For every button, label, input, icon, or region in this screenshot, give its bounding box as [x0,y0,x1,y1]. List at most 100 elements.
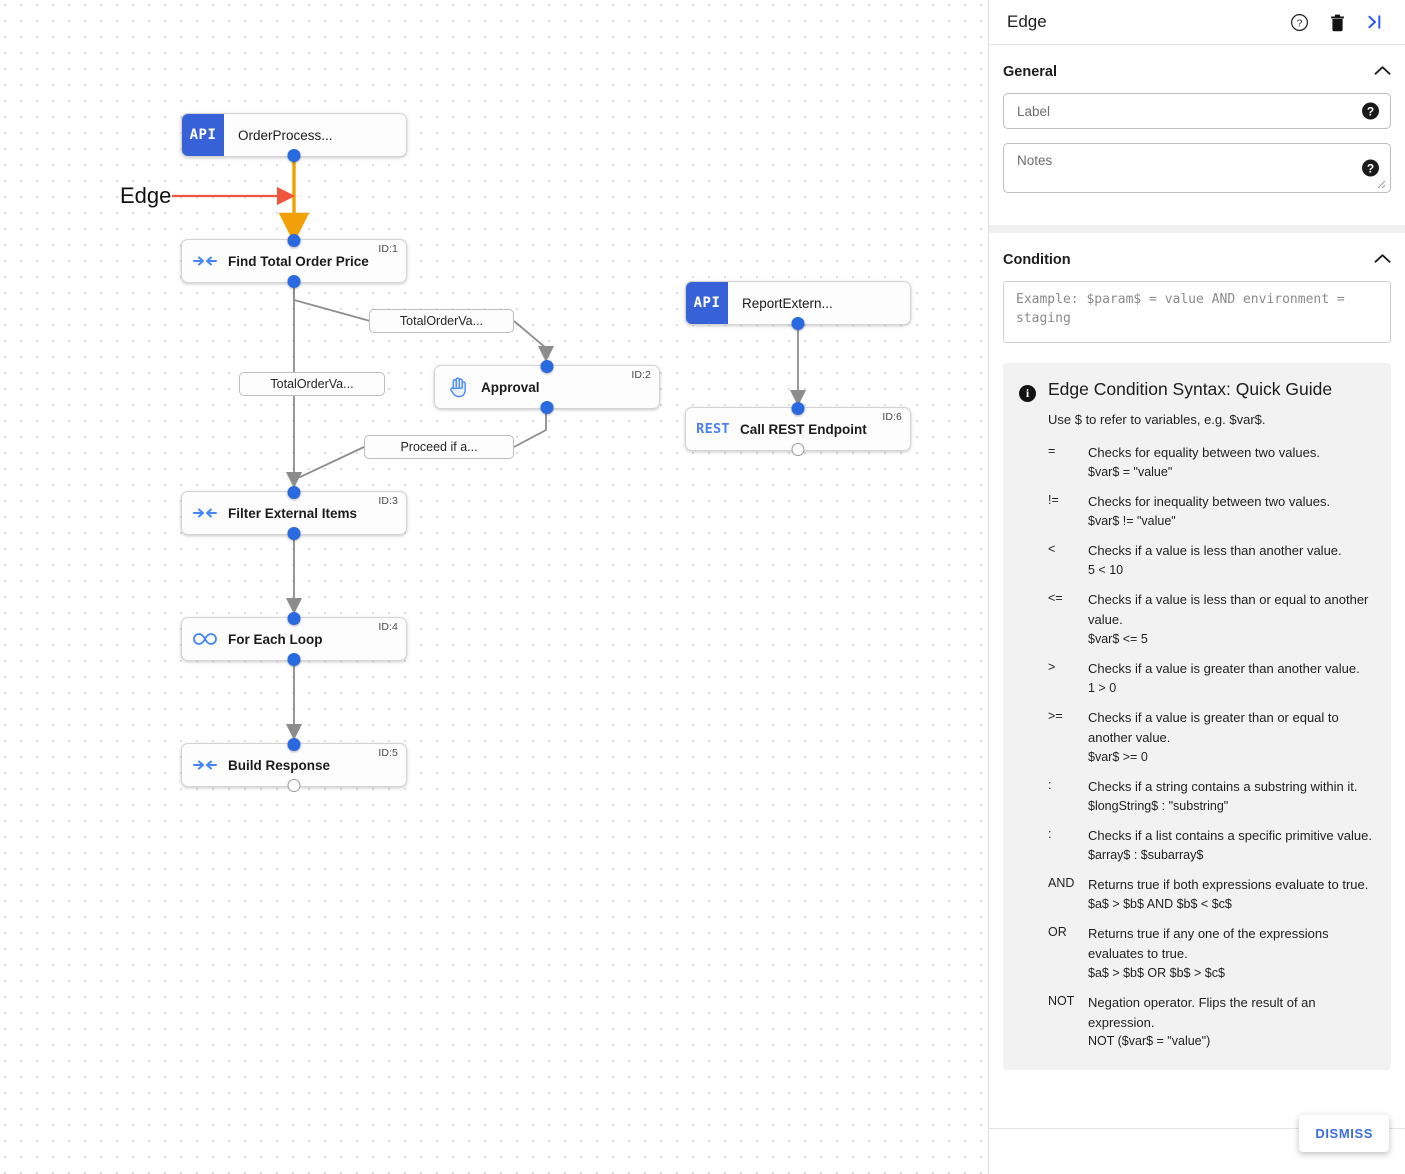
node-input-port[interactable] [287,612,301,625]
node-input-port[interactable] [540,360,554,373]
trash-icon[interactable] [1329,13,1346,32]
node-output-port[interactable] [540,401,554,414]
guide-row: <= Checks if a value is less than or equ… [1048,590,1375,649]
operator-example: $a$ > $b$ OR $b$ > $c$ [1088,965,1225,980]
operator-description: Negation operator. Flips the result of a… [1088,994,1316,1030]
node-input-port[interactable] [287,486,301,499]
node-id: ID:6 [882,411,902,423]
node-output-port[interactable] [287,653,301,666]
rest-badge: REST [696,421,730,437]
node-output-port[interactable] [287,149,301,162]
node-title: ReportExtern... [742,295,833,311]
api-badge: API [182,114,224,156]
operator-example: $var$ >= 0 [1088,749,1148,764]
guide-row: AND Returns true if both expressions eva… [1048,875,1375,914]
node-approval[interactable]: Approval ID:2 [434,360,660,414]
dismiss-button[interactable]: DISMISS [1299,1115,1389,1152]
node-report-external[interactable]: API ReportExtern... [685,281,911,330]
node-title: OrderProcess... [238,127,333,143]
svg-text:?: ? [1297,18,1303,29]
guide-row: >= Checks if a value is greater than or … [1048,708,1375,767]
panel-content: General Label ? Notes ? [989,45,1405,1128]
general-section-header[interactable]: General [1003,59,1391,93]
condition-input[interactable]: Example: $param$ = value AND environment… [1003,281,1391,343]
node-output-port[interactable] [791,317,805,330]
operator-description: Returns true if any one of the expressio… [1088,925,1329,961]
operator-description: Checks for inequality between two values… [1088,494,1331,509]
node-build-response[interactable]: Build Response ID:5 [181,738,407,792]
edge-label[interactable]: Proceed if a... [364,435,514,459]
workflow-canvas[interactable]: Edge API OrderProcess... Find Total Orde… [0,0,988,1174]
chevron-up-icon[interactable] [1374,63,1391,81]
guide-row: OR Returns true if any one of the expres… [1048,924,1375,983]
infinity-icon [182,631,228,647]
label-help-icon[interactable]: ? [1362,102,1379,120]
node-title: For Each Loop [228,631,323,647]
operator-symbol: != [1048,493,1059,507]
resize-grip-icon[interactable] [1377,180,1387,190]
operator-example: 5 < 10 [1088,562,1124,577]
operator-example: $array$ : $subarray$ [1088,847,1204,862]
collapse-right-icon[interactable] [1366,13,1385,31]
operator-symbol: : [1048,777,1052,792]
operator-description: Returns true if both expressions evaluat… [1088,876,1369,892]
operator-description: Checks if a value is less than or equal … [1088,592,1369,627]
operator-example: $var$ = "value" [1088,464,1173,479]
condition-syntax-guide: i Edge Condition Syntax: Quick Guide Use… [1003,363,1391,1070]
node-for-each-loop[interactable]: For Each Loop ID:4 [181,612,407,666]
condition-section: Condition Example: $param$ = value AND e… [989,233,1405,1128]
node-output-port[interactable] [287,275,301,288]
node-title: Find Total Order Price [228,253,369,269]
guide-row: NOT Negation operator. Flips the result … [1048,993,1375,1052]
merge-arrows-icon [182,505,228,521]
notes-field-placeholder: Notes [1017,153,1053,168]
operator-example: $a$ > $b$ AND $b$ < $c$ [1088,896,1232,911]
node-input-port[interactable] [287,738,301,751]
guide-row: < Checks if a value is less than another… [1048,541,1375,580]
guide-row: = Checks for equality between two values… [1048,443,1375,482]
operator-description: Checks if a list contains a specific pri… [1088,827,1372,843]
operator-example: NOT ($var$ = "value") [1088,1034,1211,1049]
annotation-label: Edge [120,183,172,208]
operator-example: $var$ <= 5 [1088,631,1148,646]
guide-row: != Checks for inequality between two val… [1048,492,1375,531]
panel-header: Edge ? [989,0,1405,45]
node-id: ID:4 [378,621,398,633]
edge-label[interactable]: TotalOrderVa... [239,372,385,396]
node-call-rest-endpoint[interactable]: REST Call REST Endpoint ID:6 [685,402,911,456]
node-output-port[interactable] [791,443,805,456]
panel-title: Edge [1007,12,1047,31]
notes-help-icon[interactable]: ? [1362,159,1379,177]
node-title: Build Response [228,757,331,773]
notes-field[interactable]: Notes ? [1003,143,1391,193]
chevron-up-icon[interactable] [1374,251,1391,269]
operator-description: Checks if a value is less than another v… [1088,543,1342,558]
operator-symbol: < [1048,542,1056,556]
guide-row: : Checks if a string contains a substrin… [1048,777,1375,816]
node-order-process[interactable]: API OrderProcess... [181,113,407,162]
node-output-port[interactable] [287,779,301,792]
node-input-port[interactable] [791,402,805,415]
node-id: ID:2 [631,369,651,381]
operator-example: $var$ != "value" [1088,513,1176,528]
node-output-port[interactable] [287,527,301,540]
node-find-total-order-price[interactable]: Find Total Order Price ID:1 [181,234,407,288]
edge-connections-layer [172,157,807,741]
node-input-port[interactable] [287,234,301,247]
edge-properties-panel: Edge ? [988,0,1405,1174]
operator-description: Checks if a value is greater than or equ… [1088,709,1339,745]
merge-arrows-icon [182,757,228,773]
node-filter-external-items[interactable]: Filter External Items ID:3 [181,486,407,540]
guide-row: > Checks if a value is greater than anot… [1048,659,1375,698]
operator-symbol: = [1048,444,1056,458]
label-field[interactable]: Label ? [1003,93,1391,129]
help-circle-icon[interactable]: ? [1290,13,1309,32]
edge-label[interactable]: TotalOrderVa... [369,309,514,333]
condition-section-header[interactable]: Condition [1003,247,1391,281]
condition-heading: Condition [1003,252,1071,268]
node-id: ID:3 [378,495,398,507]
guide-title: Edge Condition Syntax: Quick Guide [1048,379,1333,399]
general-heading: General [1003,64,1057,80]
operator-symbol: >= [1048,708,1063,723]
operator-example: $longString$ : "substring" [1088,798,1229,813]
